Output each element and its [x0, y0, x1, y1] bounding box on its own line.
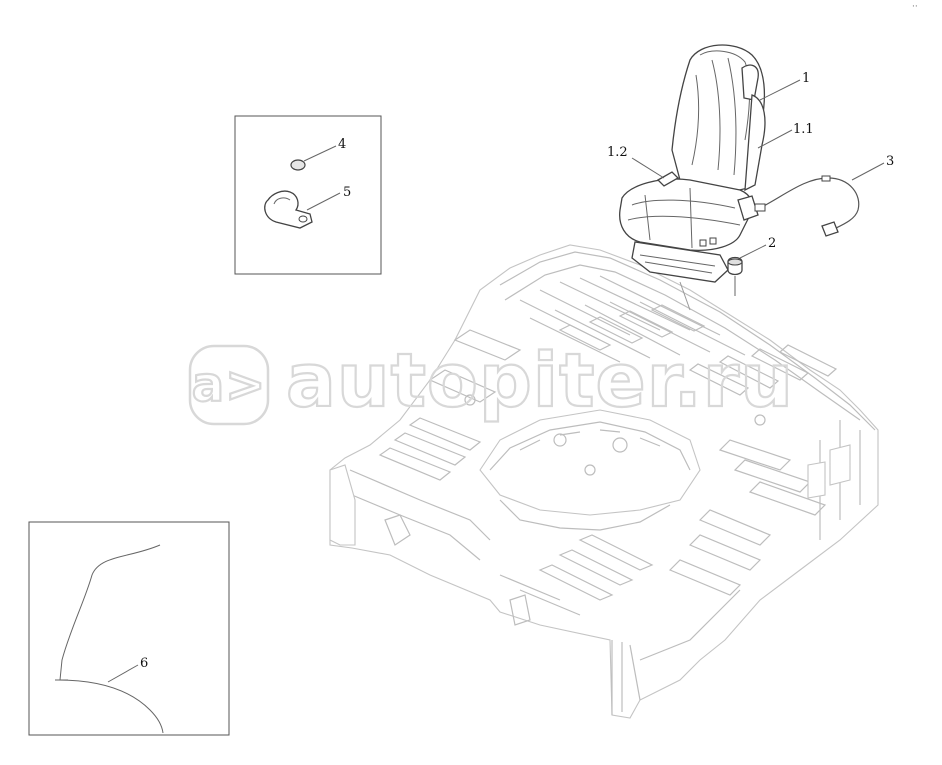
cable-connector-seat — [754, 203, 766, 212]
leader-1 — [759, 79, 801, 101]
cable-connector-end — [821, 221, 839, 237]
seat-lever — [656, 171, 680, 187]
inset-box-clamp: 4 5 — [234, 115, 382, 275]
callout-3: 3 — [886, 154, 894, 169]
callout-6: 6 — [140, 656, 148, 671]
callout-4: 4 — [338, 137, 346, 152]
inset-frame-bottom — [28, 521, 230, 736]
leader-1-1 — [757, 129, 793, 149]
part-5-clamp — [264, 190, 313, 229]
leader-6 — [107, 664, 139, 683]
cable-wire — [759, 177, 860, 231]
callout-1-1: 1.1 — [793, 122, 814, 137]
clamp-hole — [298, 215, 308, 223]
leader-1-2 — [631, 157, 665, 179]
callout-1: 1 — [802, 71, 810, 86]
part-2-bolt: 2 — [727, 236, 776, 296]
callout-2: 2 — [768, 236, 776, 251]
seat-side-control — [737, 195, 759, 221]
part-6-wire — [59, 544, 161, 681]
watermark-logo-glyph: a> — [192, 357, 267, 413]
leader-5 — [306, 192, 341, 211]
part-4-cap — [290, 159, 306, 171]
watermark: a> autopiter.ru — [188, 337, 794, 426]
inset-box-wire: 6 — [28, 521, 230, 736]
watermark-logo-frame — [188, 344, 270, 426]
callout-1-2: 1.2 — [607, 145, 628, 160]
part-3-cable: 3 — [754, 154, 894, 237]
watermark-text: autopiter.ru — [286, 338, 794, 424]
leader-2 — [739, 244, 767, 259]
part-1-seat: 1 1.1 1.2 — [607, 44, 814, 283]
seat-cushion — [619, 178, 753, 251]
leader-4 — [303, 145, 337, 162]
inset-frame-top — [234, 115, 382, 275]
cab-floor-assembly — [329, 244, 879, 719]
leader-3 — [851, 162, 885, 181]
seat-mount-line — [679, 281, 691, 311]
corner-mark: ·· — [912, 2, 918, 12]
seat-side-bolster — [744, 94, 766, 192]
callout-5: 5 — [343, 185, 351, 200]
